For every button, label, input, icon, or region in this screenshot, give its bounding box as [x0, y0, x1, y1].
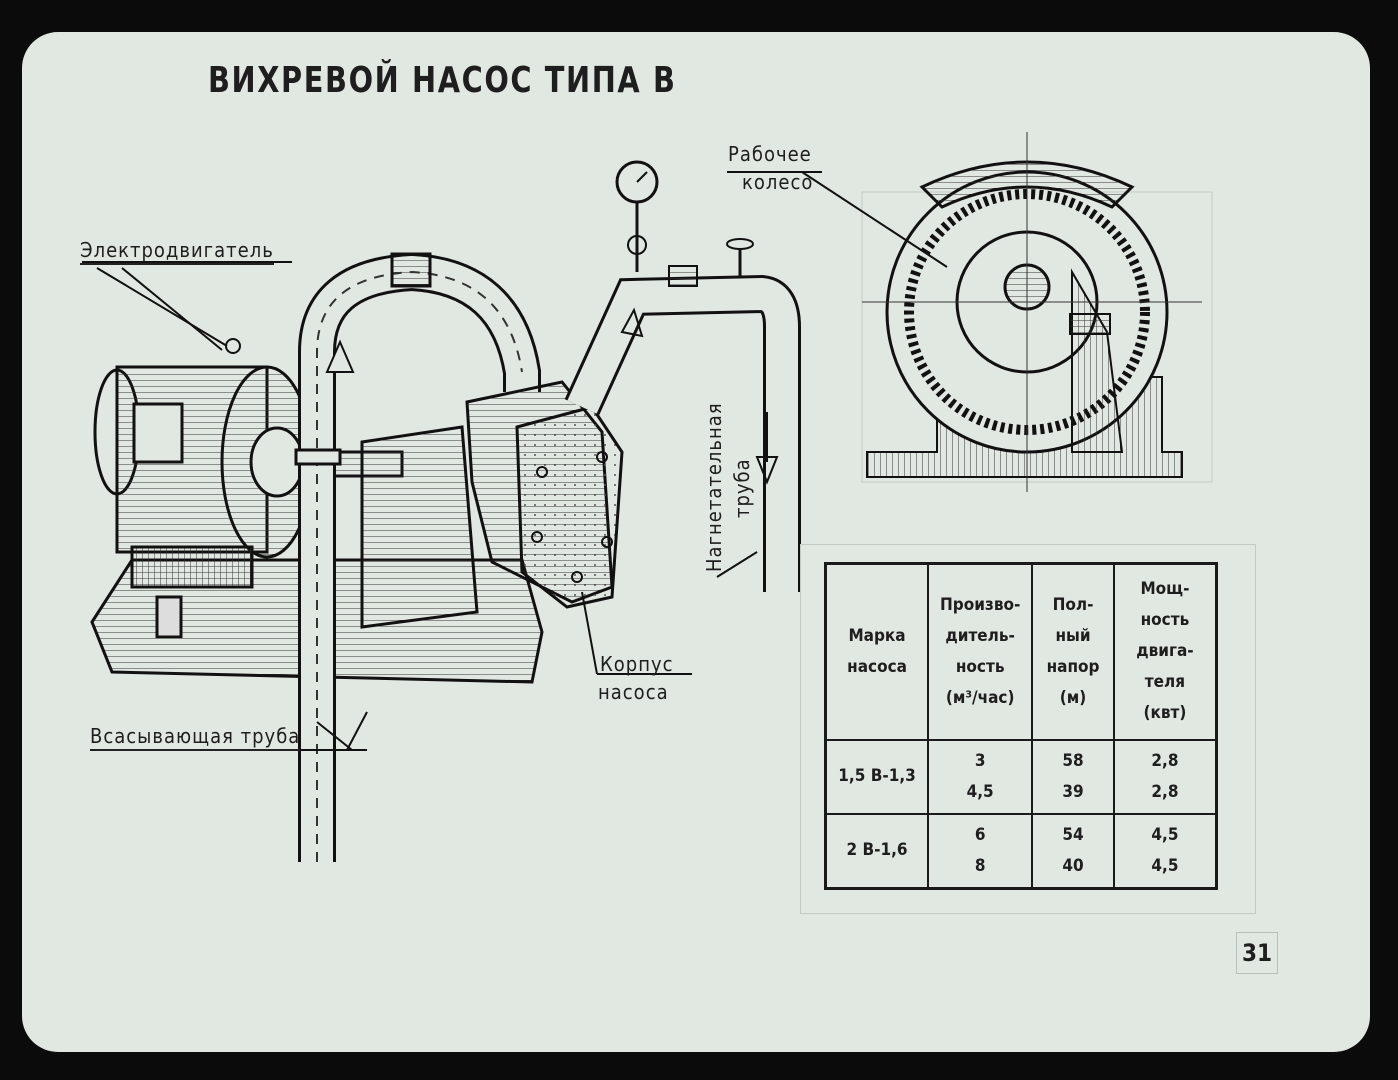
cell-value: 3 [974, 750, 986, 771]
label-impeller-line2: колесо [742, 170, 814, 194]
slide: ВИХРЕВОЙ НАСОС ТИПА В [22, 32, 1370, 1052]
header-power-line2: ность [1140, 610, 1190, 631]
header-brand: Марка насоса [824, 562, 930, 741]
slide-title: ВИХРЕВОЙ НАСОС ТИПА В [208, 60, 677, 101]
page-number: 31 [1236, 932, 1278, 974]
cell-value: 39 [1062, 781, 1084, 802]
table-header-row: Марка насоса Произво- дитель- ность (м³/… [824, 562, 1218, 741]
table-row: 2 В-1,6 6 8 54 40 4,5 4,5 [824, 812, 1218, 890]
cell-brand: 1,5 В-1,3 [824, 738, 930, 815]
header-capacity-line3: ность [955, 656, 1005, 677]
cell-value: 4,5 [1151, 824, 1179, 845]
table-frame [800, 544, 1256, 914]
header-power-line4: теля [1144, 672, 1186, 693]
impeller-cross-section [861, 132, 1213, 492]
cell-power: 4,5 4,5 [1112, 812, 1218, 890]
cell-value: 4,5 [966, 781, 994, 802]
cell-value: 4,5 [1151, 855, 1179, 876]
cell-value: 58 [1062, 750, 1084, 771]
header-capacity-line2: дитель- [945, 625, 1015, 646]
header-brand-line1: Марка [848, 625, 906, 646]
header-head: Пол- ный напор (м) [1031, 562, 1115, 741]
header-head-line1: Пол- [1052, 594, 1094, 615]
cell-value: 8 [974, 855, 986, 876]
label-impeller-line1: Рабочее [728, 142, 812, 166]
header-capacity: Произво- дитель- ность (м³/час) [927, 562, 1034, 741]
header-power: Мощ- ность двига- теля (квт) [1112, 562, 1218, 741]
suction-pipe-drawing [294, 252, 541, 862]
cell-power: 2,8 2,8 [1112, 738, 1218, 815]
label-discharge-pipe-line1: Нагнетательная [702, 402, 726, 572]
pump-body-drawing [465, 380, 624, 609]
discharge-pipe-drawing [564, 160, 801, 592]
label-suction-pipe: Всасывающая труба [90, 724, 301, 751]
pump-illustration [82, 132, 1213, 862]
header-power-line5: (квт) [1143, 703, 1187, 724]
cell-value: 40 [1062, 855, 1084, 876]
header-power-line3: двига- [1136, 641, 1194, 662]
header-capacity-line4: (м³/час) [945, 687, 1015, 708]
cell-capacity: 3 4,5 [927, 738, 1034, 815]
label-discharge-pipe-line2: труба [730, 458, 754, 518]
header-head-line2: ный [1055, 625, 1091, 646]
electric-motor [93, 338, 314, 589]
cell-value: 2,8 [1151, 750, 1179, 771]
cell-value: 6 [974, 824, 986, 845]
header-brand-line2: насоса [847, 656, 907, 677]
cell-capacity: 6 8 [927, 812, 1034, 890]
cell-head: 54 40 [1031, 812, 1115, 890]
label-pump-body-line1: Корпус [600, 652, 674, 676]
cell-head: 58 39 [1031, 738, 1115, 815]
label-electric-motor: Электродвигатель [80, 238, 274, 265]
cell-value: 2,8 [1151, 781, 1179, 802]
table-row: 1,5 В-1,3 3 4,5 58 39 2,8 2,8 [824, 738, 1218, 815]
cell-brand: 2 В-1,6 [824, 812, 930, 890]
header-head-line3: напор [1046, 656, 1100, 677]
label-pump-body-line2: насоса [598, 680, 669, 704]
pump-spec-table: Марка насоса Произво- дитель- ность (м³/… [824, 562, 1218, 890]
header-head-line4: (м) [1059, 687, 1087, 708]
header-capacity-line1: Произво- [939, 594, 1021, 615]
header-power-line1: Мощ- [1140, 579, 1190, 600]
cell-value: 54 [1062, 824, 1084, 845]
